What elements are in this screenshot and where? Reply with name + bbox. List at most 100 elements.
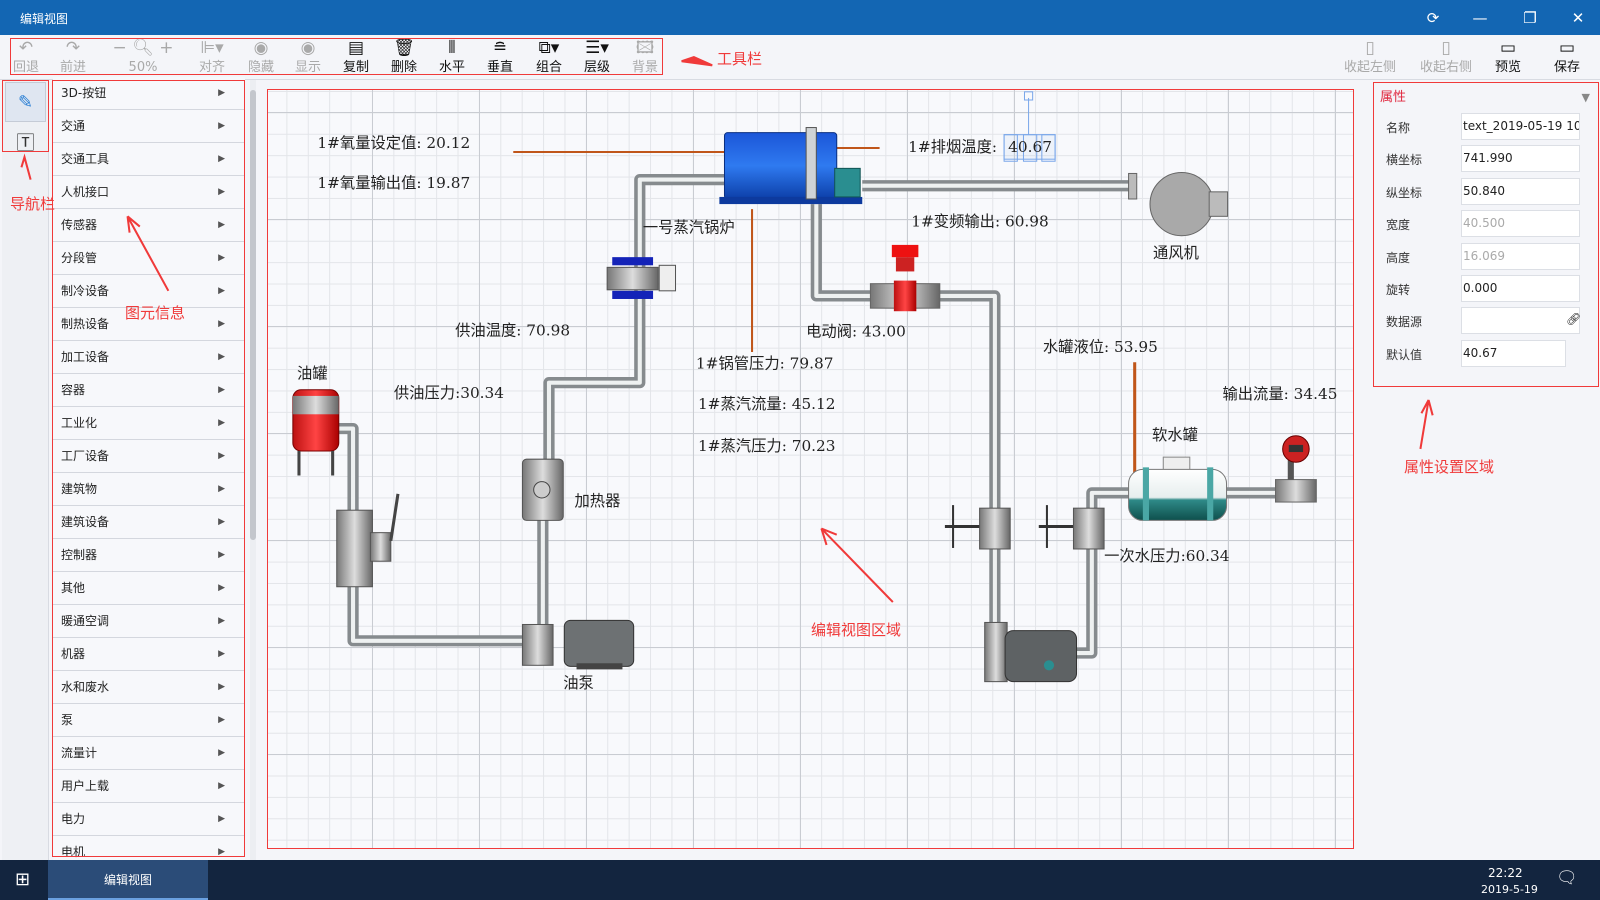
toolbar-highlight [10,38,663,75]
property-input[interactable]: 741.990 [1461,145,1580,173]
category-item[interactable]: 水和废水▶ [53,671,245,704]
category-item[interactable]: 建筑设备▶ [53,506,245,539]
background-button[interactable]: 🖾背景 [621,35,669,80]
chevron-right-icon: ▶ [218,484,225,494]
chevron-right-icon: ▶ [218,616,225,626]
property-input[interactable]: 50.840 [1461,177,1580,205]
element-category-list: 3D-按钮▶交通▶交通工具▶人机接口▶传感器▶分段管▶制冷设备▶制热设备▶加工设… [53,77,245,860]
windows-start-icon[interactable]: ⊞ [15,869,31,890]
toolbar-annotation: 工具栏 [717,50,763,68]
category-label: 加工设备 [61,350,110,364]
category-item[interactable]: 控制器▶ [53,539,245,572]
copy-icon: ▤ [347,38,365,58]
taskbar: ⊞ 编辑视图 22:22 2019-5-19 🗨︎ [0,860,1600,900]
zoom-in-icon[interactable]: + [153,38,174,58]
category-item[interactable]: 3D-按钮▶ [53,77,245,110]
property-input[interactable]: 40.67 [1461,339,1566,367]
collapse-left-button[interactable]: ▯收起左侧 [1332,35,1408,80]
edit-canvas[interactable] [267,89,1354,849]
category-label: 流量计 [61,746,98,760]
undo-button[interactable]: ↶回退 [2,35,50,80]
scroll-thumb[interactable] [250,90,256,540]
delete-button[interactable]: 🗑︎删除 [380,35,428,80]
category-label: 容器 [61,383,86,397]
hide-button[interactable]: ◉隐藏 [237,35,285,80]
category-item[interactable]: 交通▶ [53,110,245,143]
property-input[interactable]: 16.069 [1461,242,1580,270]
layer-button[interactable]: ☰▾层级 [573,35,621,80]
chevron-right-icon: ▶ [218,187,225,197]
zoom-out-icon[interactable]: − [112,38,133,58]
toolbar: ↶回退 ↷前进 − 🔍︎ +50% ⊫▾对齐 ◉隐藏 ◉显示 ▤复制 🗑︎删除 … [0,35,1600,80]
chevron-right-icon: ▶ [218,748,225,758]
property-label: 纵坐标 [1386,185,1423,200]
category-label: 工业化 [61,416,98,430]
category-label: 电力 [61,812,86,826]
save-button[interactable]: ▭保存 [1543,35,1591,80]
category-item[interactable]: 容器▶ [53,374,245,407]
property-input[interactable] [1461,307,1580,335]
category-scrollbar[interactable] [250,80,256,860]
group-button[interactable]: ⧉▾组合 [525,35,573,80]
category-item[interactable]: 建筑物 ▶ [53,473,245,506]
collapse-right-button[interactable]: ▯收起右侧 [1408,35,1484,80]
category-item[interactable]: 流量计 ▶ [53,737,245,770]
properties-title: 属性 [1380,90,1407,105]
refresh-icon[interactable]: ⟳ [1426,9,1440,27]
property-input[interactable]: 40.500 [1461,210,1580,238]
restore-icon[interactable]: ❐ [1523,9,1537,27]
category-item[interactable]: 用户上载▶ [53,770,245,803]
category-item[interactable]: 工业化▶ [53,407,245,440]
minimize-icon[interactable]: — [1472,9,1488,27]
category-item[interactable]: 电力▶ [53,803,245,836]
category-label: 工厂设备 [61,449,110,463]
category-item[interactable]: 加工设备▶ [53,341,245,374]
nav-annotation: 导航栏 [10,195,56,213]
window-title: 编辑视图 [20,12,69,26]
category-item[interactable]: 交通工具▶ [53,143,245,176]
collapse-left-icon: ▯ [1365,38,1375,58]
notification-icon[interactable]: 🗨︎ [1556,868,1578,888]
property-label: 名称 [1386,121,1411,135]
category-item[interactable]: 制热设备▶ [53,308,245,341]
taskbar-app-edit-view[interactable]: 编辑视图 [48,860,208,900]
horizontal-button[interactable]: ⫴水平 [428,35,476,80]
zoom-icon: 🔍︎ [132,38,154,58]
link-icon[interactable]: 🔗︎ [1566,312,1582,327]
collapse-right-icon: ▯ [1441,38,1451,58]
align-icon: ⊫▾ [200,38,224,58]
undo-icon: ↶ [18,38,34,58]
align-button[interactable]: ⊫▾对齐 [188,35,236,80]
preview-button[interactable]: ▭预览 [1484,35,1532,80]
magic-wand-icon[interactable]: ✎ [5,82,46,122]
chevron-right-icon: ▶ [218,550,225,560]
collapse-triangle-icon[interactable]: ▼ [1581,91,1590,104]
category-item[interactable]: 暖通空调▶ [53,605,245,638]
chevron-right-icon: ▶ [218,715,225,725]
category-label: 建筑物 [61,482,98,496]
redo-button[interactable]: ↷前进 [49,35,97,80]
category-label: 分段管 [61,251,98,265]
copy-button[interactable]: ▤复制 [332,35,380,80]
category-label: 人机接口 [61,185,110,199]
property-input[interactable]: 0.000 [1461,275,1580,302]
vertical-button[interactable]: ≘垂直 [476,35,524,80]
category-item[interactable]: 机器▶ [53,638,245,671]
nav-highlight [2,80,49,152]
text-tool-icon[interactable]: 🅃 [16,133,35,154]
eye-off-icon: ◉ [253,38,269,58]
elements-annotation: 图元信息 [125,304,186,322]
nav-bar: ✎ 🅃 [2,80,49,860]
category-item[interactable]: 人机接口 ▶ [53,176,245,209]
property-label: 数据源 [1386,315,1423,330]
chevron-right-icon: ▶ [218,781,225,791]
category-item[interactable]: 其他▶ [53,572,245,605]
property-input[interactable]: text_2019-05-19 10:04 [1461,113,1580,140]
show-button[interactable]: ◉显示 [284,35,332,80]
category-item[interactable]: 工厂设备▶ [53,440,245,473]
property-label: 横坐标 [1386,153,1423,168]
close-icon[interactable]: ✕ [1571,9,1585,27]
category-item[interactable]: 泵▶ [53,704,245,737]
